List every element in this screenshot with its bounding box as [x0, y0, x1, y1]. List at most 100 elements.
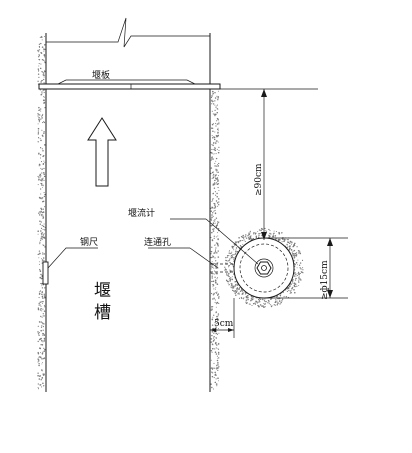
stipple-dot	[42, 329, 44, 331]
stipple-dot	[276, 302, 278, 304]
stipple-dot	[299, 278, 301, 280]
stipple-dot	[38, 153, 40, 155]
stipple-dot	[216, 355, 218, 357]
stipple-dot	[238, 242, 240, 244]
stipple-dot	[217, 104, 218, 106]
stipple-dot	[39, 301, 42, 303]
stipple-dot	[253, 232, 255, 234]
stipple-dot	[276, 300, 278, 302]
stipple-dot	[301, 271, 303, 273]
stipple-dot	[278, 232, 281, 235]
stipple-dot	[43, 96, 45, 98]
stipple-dot	[40, 175, 42, 177]
stipple-dot	[217, 313, 220, 315]
stipple-dot	[215, 288, 216, 290]
stipple-dot	[217, 186, 219, 189]
stipple-dot	[37, 352, 40, 355]
stipple-dot	[211, 386, 213, 389]
stipple-dot	[43, 70, 46, 73]
stipple-dot	[40, 139, 42, 142]
stipple-dot	[43, 173, 45, 176]
stipple-dot	[40, 344, 42, 346]
stipple-dot	[37, 325, 39, 327]
stipple-dot	[40, 193, 42, 195]
stipple-dot	[211, 284, 213, 286]
stipple-dot	[38, 49, 41, 51]
stipple-dot	[38, 304, 40, 306]
stipple-dot	[240, 235, 243, 238]
stipple-dot	[300, 279, 302, 281]
stipple-dot	[44, 349, 46, 351]
stipple-dot	[281, 298, 284, 300]
stipple-dot	[39, 89, 41, 91]
stipple-dot	[217, 364, 219, 366]
stipple-dot	[39, 147, 41, 149]
stipple-dot	[37, 374, 39, 377]
stipple-dot	[231, 254, 234, 256]
stipple-dot	[235, 291, 238, 294]
stipple-dot	[41, 178, 43, 180]
stipple-dot	[43, 131, 45, 133]
stipple-dot	[217, 132, 219, 134]
stipple-dot	[242, 239, 244, 242]
stipple-dot	[42, 216, 45, 219]
stipple-dot	[212, 94, 214, 96]
stipple-dot	[251, 298, 254, 301]
stipple-dot	[41, 168, 43, 170]
stipple-dot	[216, 359, 219, 362]
stipple-dot	[235, 290, 237, 292]
stipple-dot	[38, 257, 40, 259]
stipple-dot	[259, 232, 261, 234]
stipple-dot	[214, 176, 216, 178]
stipple-dot	[280, 301, 282, 304]
stipple-dot	[42, 72, 45, 74]
stipple-dot	[259, 298, 262, 300]
stipple-dot	[293, 289, 295, 291]
stipple-dot	[38, 55, 40, 57]
stipple-dot	[213, 244, 215, 246]
stipple-dot	[210, 96, 213, 99]
stipple-dot	[214, 322, 216, 324]
stipple-dot	[38, 214, 41, 216]
stipple-dot	[40, 108, 42, 110]
stipple-dot	[231, 256, 233, 257]
stipple-dot	[293, 253, 295, 255]
stipple-dot	[225, 269, 227, 271]
stipple-dot	[231, 251, 233, 253]
stipple-dot	[212, 309, 213, 311]
stipple-dot	[41, 363, 43, 365]
stipple-dot	[212, 273, 214, 275]
stipple-dot	[273, 230, 275, 232]
stipple-dot	[215, 303, 217, 305]
stipple-dot	[213, 336, 215, 338]
weir-plate-label: 堰板	[92, 69, 110, 81]
stipple-dot	[42, 315, 44, 317]
stipple-dot	[261, 305, 263, 307]
stipple-dot	[276, 295, 279, 297]
stipple-dot	[42, 150, 44, 152]
stipple-dot	[41, 258, 43, 260]
stipple-dot	[37, 308, 40, 311]
stipple-dot	[212, 228, 214, 231]
stipple-dot	[38, 378, 41, 380]
stipple-dot	[214, 104, 216, 106]
stipple-dot	[226, 279, 228, 281]
stipple-dot	[228, 251, 230, 253]
stipple-dot	[39, 304, 41, 306]
stipple-dot	[254, 302, 256, 304]
stipple-dot	[217, 165, 220, 167]
stipple-dot	[41, 293, 43, 295]
stipple-dot	[215, 168, 217, 170]
stipple-dot	[41, 344, 44, 346]
stipple-dot	[227, 282, 229, 284]
stipple-dot	[210, 367, 212, 369]
stipple-dot	[242, 243, 244, 245]
stipple-dot	[214, 174, 217, 177]
stipple-dot	[293, 275, 296, 277]
stipple-dot	[276, 304, 279, 306]
stipple-dot	[41, 238, 43, 240]
stipple-dot	[293, 249, 296, 252]
stipple-dot	[40, 52, 43, 54]
stipple-dot	[297, 250, 300, 252]
stipple-dot	[268, 229, 270, 231]
